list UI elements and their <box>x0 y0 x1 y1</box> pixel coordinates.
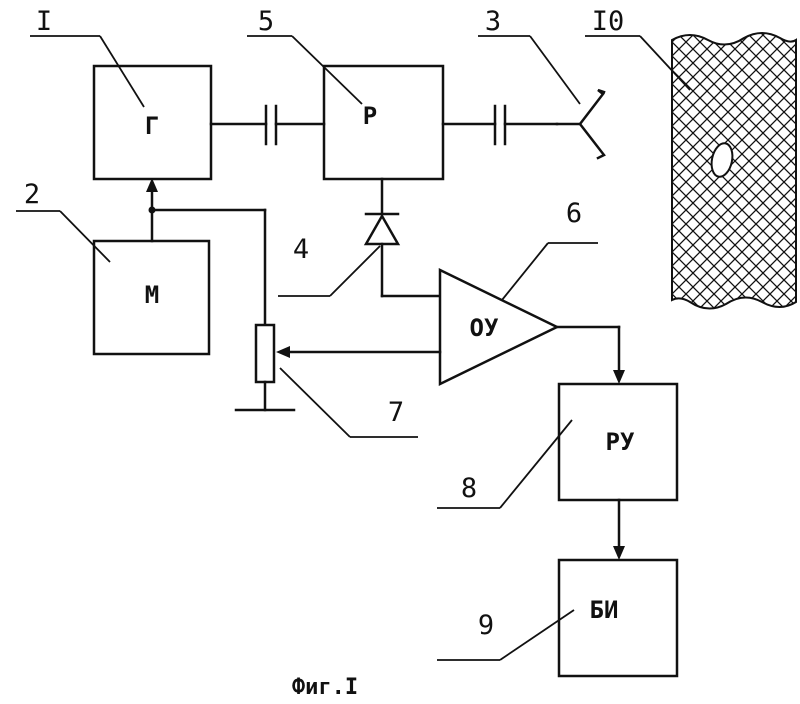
circulator-number: 5 <box>258 6 274 37</box>
coupling-capacitor-1 <box>211 106 324 144</box>
coupling-capacitor-2 <box>443 106 557 144</box>
object-number: I0 <box>592 6 625 37</box>
amplifier-output-line <box>557 327 625 384</box>
circulator-block: Р <box>324 66 443 179</box>
detector-leader: 4 <box>278 234 380 296</box>
detector-diode <box>366 179 440 296</box>
decision-unit-label: РУ <box>606 428 635 456</box>
circulator-label: Р <box>363 102 377 130</box>
potentiometer-leader: 7 <box>280 368 418 437</box>
antenna <box>557 90 604 158</box>
indicator-block: БИ <box>559 560 677 676</box>
generator-block: Г <box>94 66 211 179</box>
indicator-leader: 9 <box>437 610 574 660</box>
decision-unit-block: РУ <box>559 384 677 500</box>
antenna-leader: 3 <box>478 6 580 104</box>
object <box>672 33 796 309</box>
indicator-number: 9 <box>478 610 494 641</box>
modulator-block: М <box>94 241 209 354</box>
potentiometer <box>236 325 440 410</box>
indicator-label: БИ <box>590 596 619 624</box>
amplifier-label: ОУ <box>470 314 499 342</box>
modulator-number: 2 <box>24 179 40 210</box>
amplifier-block: ОУ <box>440 270 557 384</box>
modulator-label: М <box>145 281 159 309</box>
decision-unit-leader: 8 <box>437 420 572 508</box>
potentiometer-number: 7 <box>388 397 404 428</box>
detector-number: 4 <box>293 234 309 265</box>
figure-caption: Фиг.I <box>292 675 358 700</box>
amplifier-number: 6 <box>566 198 582 229</box>
amplifier-leader: 6 <box>502 198 598 300</box>
decision-output-line <box>613 500 625 560</box>
decision-unit-number: 8 <box>461 473 477 504</box>
antenna-number: 3 <box>485 6 501 37</box>
generator-number: I <box>36 6 52 37</box>
generator-label: Г <box>145 112 159 140</box>
